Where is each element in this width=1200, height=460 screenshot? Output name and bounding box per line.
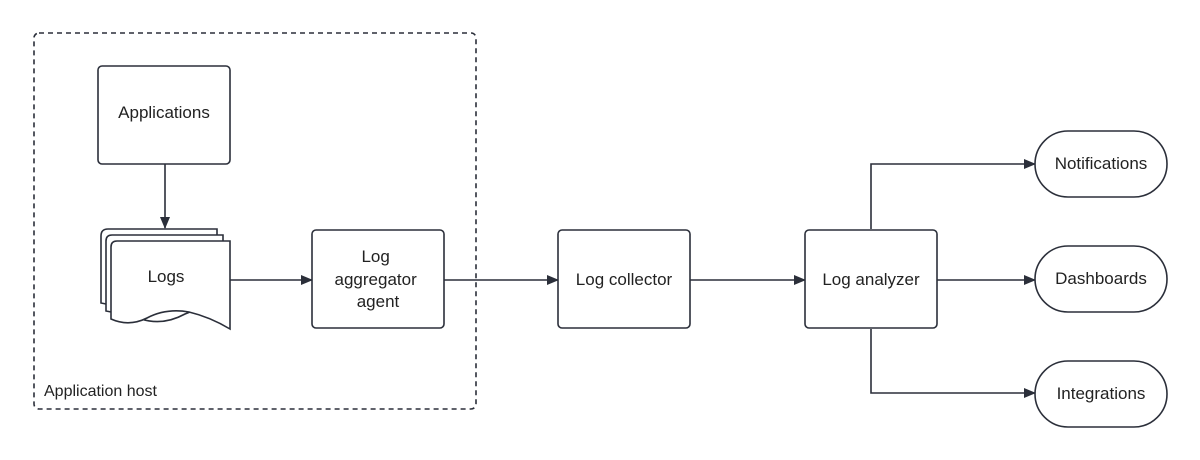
edges bbox=[160, 159, 1036, 398]
edge-analyzer-to-notifications bbox=[870, 159, 1036, 229]
node-log-collector: Log collector bbox=[557, 229, 691, 329]
application-host-group: Application host bbox=[33, 32, 477, 410]
node-dashboards: Dashboards bbox=[1034, 245, 1168, 313]
log-analyzer-box bbox=[804, 229, 938, 329]
log-aggregator-agent-line-1: Log bbox=[361, 247, 389, 266]
logs-label: Logs bbox=[148, 267, 185, 286]
applications-label: Applications bbox=[118, 103, 210, 122]
applications-box bbox=[97, 65, 231, 165]
node-notifications: Notifications bbox=[1034, 130, 1168, 198]
log-analyzer-label: Log analyzer bbox=[822, 270, 920, 289]
node-applications: Applications bbox=[97, 65, 231, 165]
log-aggregator-agent-line-3: agent bbox=[357, 292, 400, 311]
integrations-terminal bbox=[1034, 360, 1168, 428]
log-collector-box bbox=[557, 229, 691, 329]
application-host-boundary bbox=[33, 32, 477, 410]
notifications-terminal bbox=[1034, 130, 1168, 198]
edge-analyzer-to-integrations bbox=[870, 329, 1036, 398]
node-logs: Logs bbox=[100, 228, 231, 331]
dashboards-label: Dashboards bbox=[1055, 269, 1147, 288]
logs-document-front bbox=[110, 240, 231, 331]
log-aggregator-agent-line-2: aggregator bbox=[335, 270, 418, 289]
node-log-aggregator-agent: Log aggregator agent bbox=[311, 229, 445, 329]
log-collector-label: Log collector bbox=[576, 270, 673, 289]
integrations-label: Integrations bbox=[1057, 384, 1146, 403]
dashboards-terminal bbox=[1034, 245, 1168, 313]
notifications-label: Notifications bbox=[1055, 154, 1148, 173]
application-host-label: Application host bbox=[44, 383, 158, 400]
log-aggregator-agent-label: Log aggregator agent bbox=[335, 247, 422, 311]
node-log-analyzer: Log analyzer bbox=[804, 229, 938, 329]
log-aggregator-agent-box bbox=[311, 229, 445, 329]
node-integrations: Integrations bbox=[1034, 360, 1168, 428]
